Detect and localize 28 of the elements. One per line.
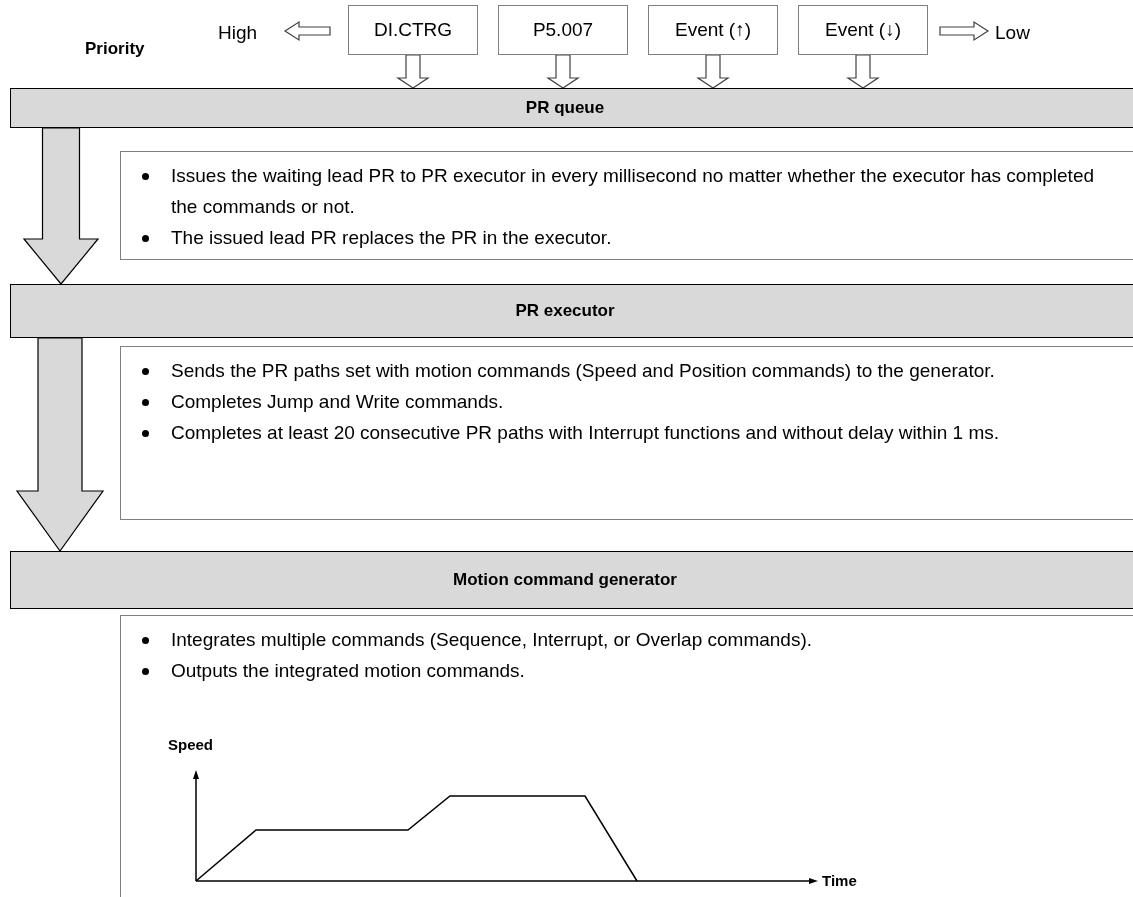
- source-box: Event (↑): [648, 5, 778, 55]
- stage-band: PR queue: [10, 88, 1133, 128]
- stage-band: PR executor: [10, 284, 1133, 338]
- stage-band: Motion command generator: [10, 551, 1133, 609]
- source-box: DI.CTRG: [348, 5, 478, 55]
- bullet-text: Outputs the integrated motion commands.: [171, 659, 526, 683]
- label-text: Time: [822, 871, 857, 891]
- label-text: Low: [995, 21, 1030, 45]
- bullet-text: Sends the PR paths set with motion commands (Speed and Position commands) to the generator.: [171, 359, 996, 383]
- bullet-text: Issues the waiting lead PR to PR executor in every millisecond no matter whether the executor has completed the commands or not.: [171, 164, 1096, 219]
- description-panel: [120, 151, 1133, 260]
- bullet-text: Completes Jump and Write commands.: [171, 390, 505, 414]
- block-arrow: [846, 54, 880, 89]
- label-text: Speed: [168, 735, 213, 755]
- source-box: P5.007: [498, 5, 628, 55]
- block-arrow: [22, 127, 100, 285]
- block-arrow: [396, 54, 430, 89]
- block-arrow: [546, 54, 580, 89]
- source-box: Event (↓): [798, 5, 928, 55]
- bullet-text: Integrates multiple commands (Sequence, Interrupt, or Overlap commands).: [171, 628, 813, 652]
- block-arrow: [696, 54, 730, 89]
- description-panel: [120, 615, 1133, 897]
- description-panel: [120, 346, 1133, 520]
- label-text: Priority: [85, 38, 145, 60]
- block-arrow: [15, 337, 105, 553]
- label-text: High: [218, 21, 258, 45]
- bullet-text: The issued lead PR replaces the PR in the executor.: [171, 226, 613, 250]
- bullet-text: Completes at least 20 consecutive PR paths with Interrupt functions and without delay within 1 ms.: [171, 421, 1000, 445]
